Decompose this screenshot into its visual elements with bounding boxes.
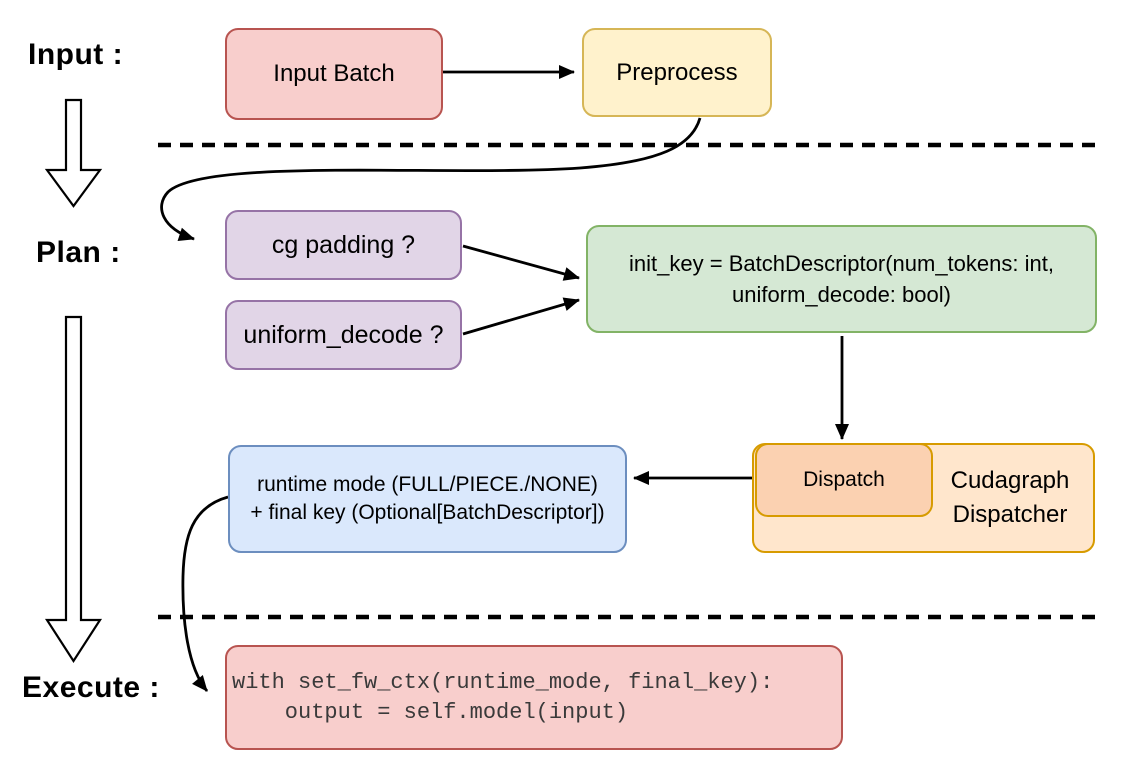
node-preprocess-label: Preprocess xyxy=(616,58,738,86)
arrow-cgpadding-to-initkey xyxy=(462,244,580,281)
node-execute-code: with set_fw_ctx(runtime_mode, final_key)… xyxy=(225,645,843,750)
arrow-preprocess-to-plan-stage xyxy=(160,117,702,242)
arrow-runtimemode-to-executecode xyxy=(181,495,229,692)
stage-label-input: Input : xyxy=(28,38,124,71)
node-input-batch-label: Input Batch xyxy=(273,60,395,87)
node-uniform-decode-label: uniform_decode ? xyxy=(243,320,444,349)
node-cg-padding: cg padding ? xyxy=(225,210,462,280)
node-preprocess: Preprocess xyxy=(582,28,772,117)
node-init-key-label: init_key = BatchDescriptor(num_tokens: i… xyxy=(629,248,1054,310)
node-cg-padding-label: cg padding ? xyxy=(271,230,416,259)
node-runtime-mode: runtime mode (FULL/PIECE./NONE) + final … xyxy=(228,445,627,553)
node-dispatch: Dispatch xyxy=(755,443,933,517)
stage-label-execute: Execute : xyxy=(22,671,160,704)
node-init-key: init_key = BatchDescriptor(num_tokens: i… xyxy=(586,225,1097,333)
node-init-key-line1: init_key = BatchDescriptor(num_tokens: i… xyxy=(629,250,1054,276)
node-uniform-decode: uniform_decode ? xyxy=(225,300,462,370)
node-execute-code-line2: output = self.model(input) xyxy=(232,699,629,725)
stage-arrow-plan-to-execute-icon xyxy=(44,315,103,664)
node-dispatch-label: Dispatch xyxy=(803,468,885,491)
node-runtime-mode-line1: runtime mode (FULL/PIECE./NONE) xyxy=(257,472,598,496)
node-init-key-line2: uniform_decode: bool) xyxy=(732,282,951,307)
node-cudagraph-dispatcher-label: Cudagraph Dispatcher xyxy=(950,467,1070,528)
stage-arrow-input-to-plan-icon xyxy=(44,98,103,208)
node-input-batch: Input Batch xyxy=(225,28,443,120)
stage-label-plan: Plan : xyxy=(36,236,121,269)
node-execute-code-line1: with set_fw_ctx(runtime_mode, final_key)… xyxy=(232,669,774,695)
arrow-uniformdecode-to-initkey xyxy=(462,297,580,336)
node-runtime-mode-line2: + final key (Optional[BatchDescriptor]) xyxy=(250,501,605,524)
node-runtime-mode-label: runtime mode (FULL/PIECE./NONE) + final … xyxy=(250,471,604,528)
node-execute-code-snippet: with set_fw_ctx(runtime_mode, final_key)… xyxy=(227,668,773,728)
